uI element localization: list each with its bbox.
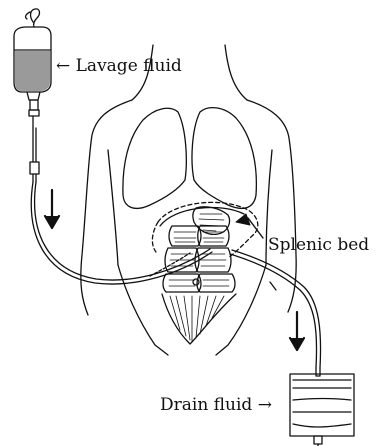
outflow-tube [230, 250, 321, 368]
torso-outline [81, 45, 296, 355]
pelvic-region [162, 279, 236, 344]
lavage-fluid-fill [15, 51, 50, 91]
label-drain-fluid: Drain fluid → [160, 397, 272, 414]
label-splenic-bed: Splenic bed [268, 237, 369, 254]
drain-bag [290, 368, 354, 446]
label-lavage-fluid: ← Lavage fluid [56, 58, 182, 75]
lungs [123, 108, 256, 209]
